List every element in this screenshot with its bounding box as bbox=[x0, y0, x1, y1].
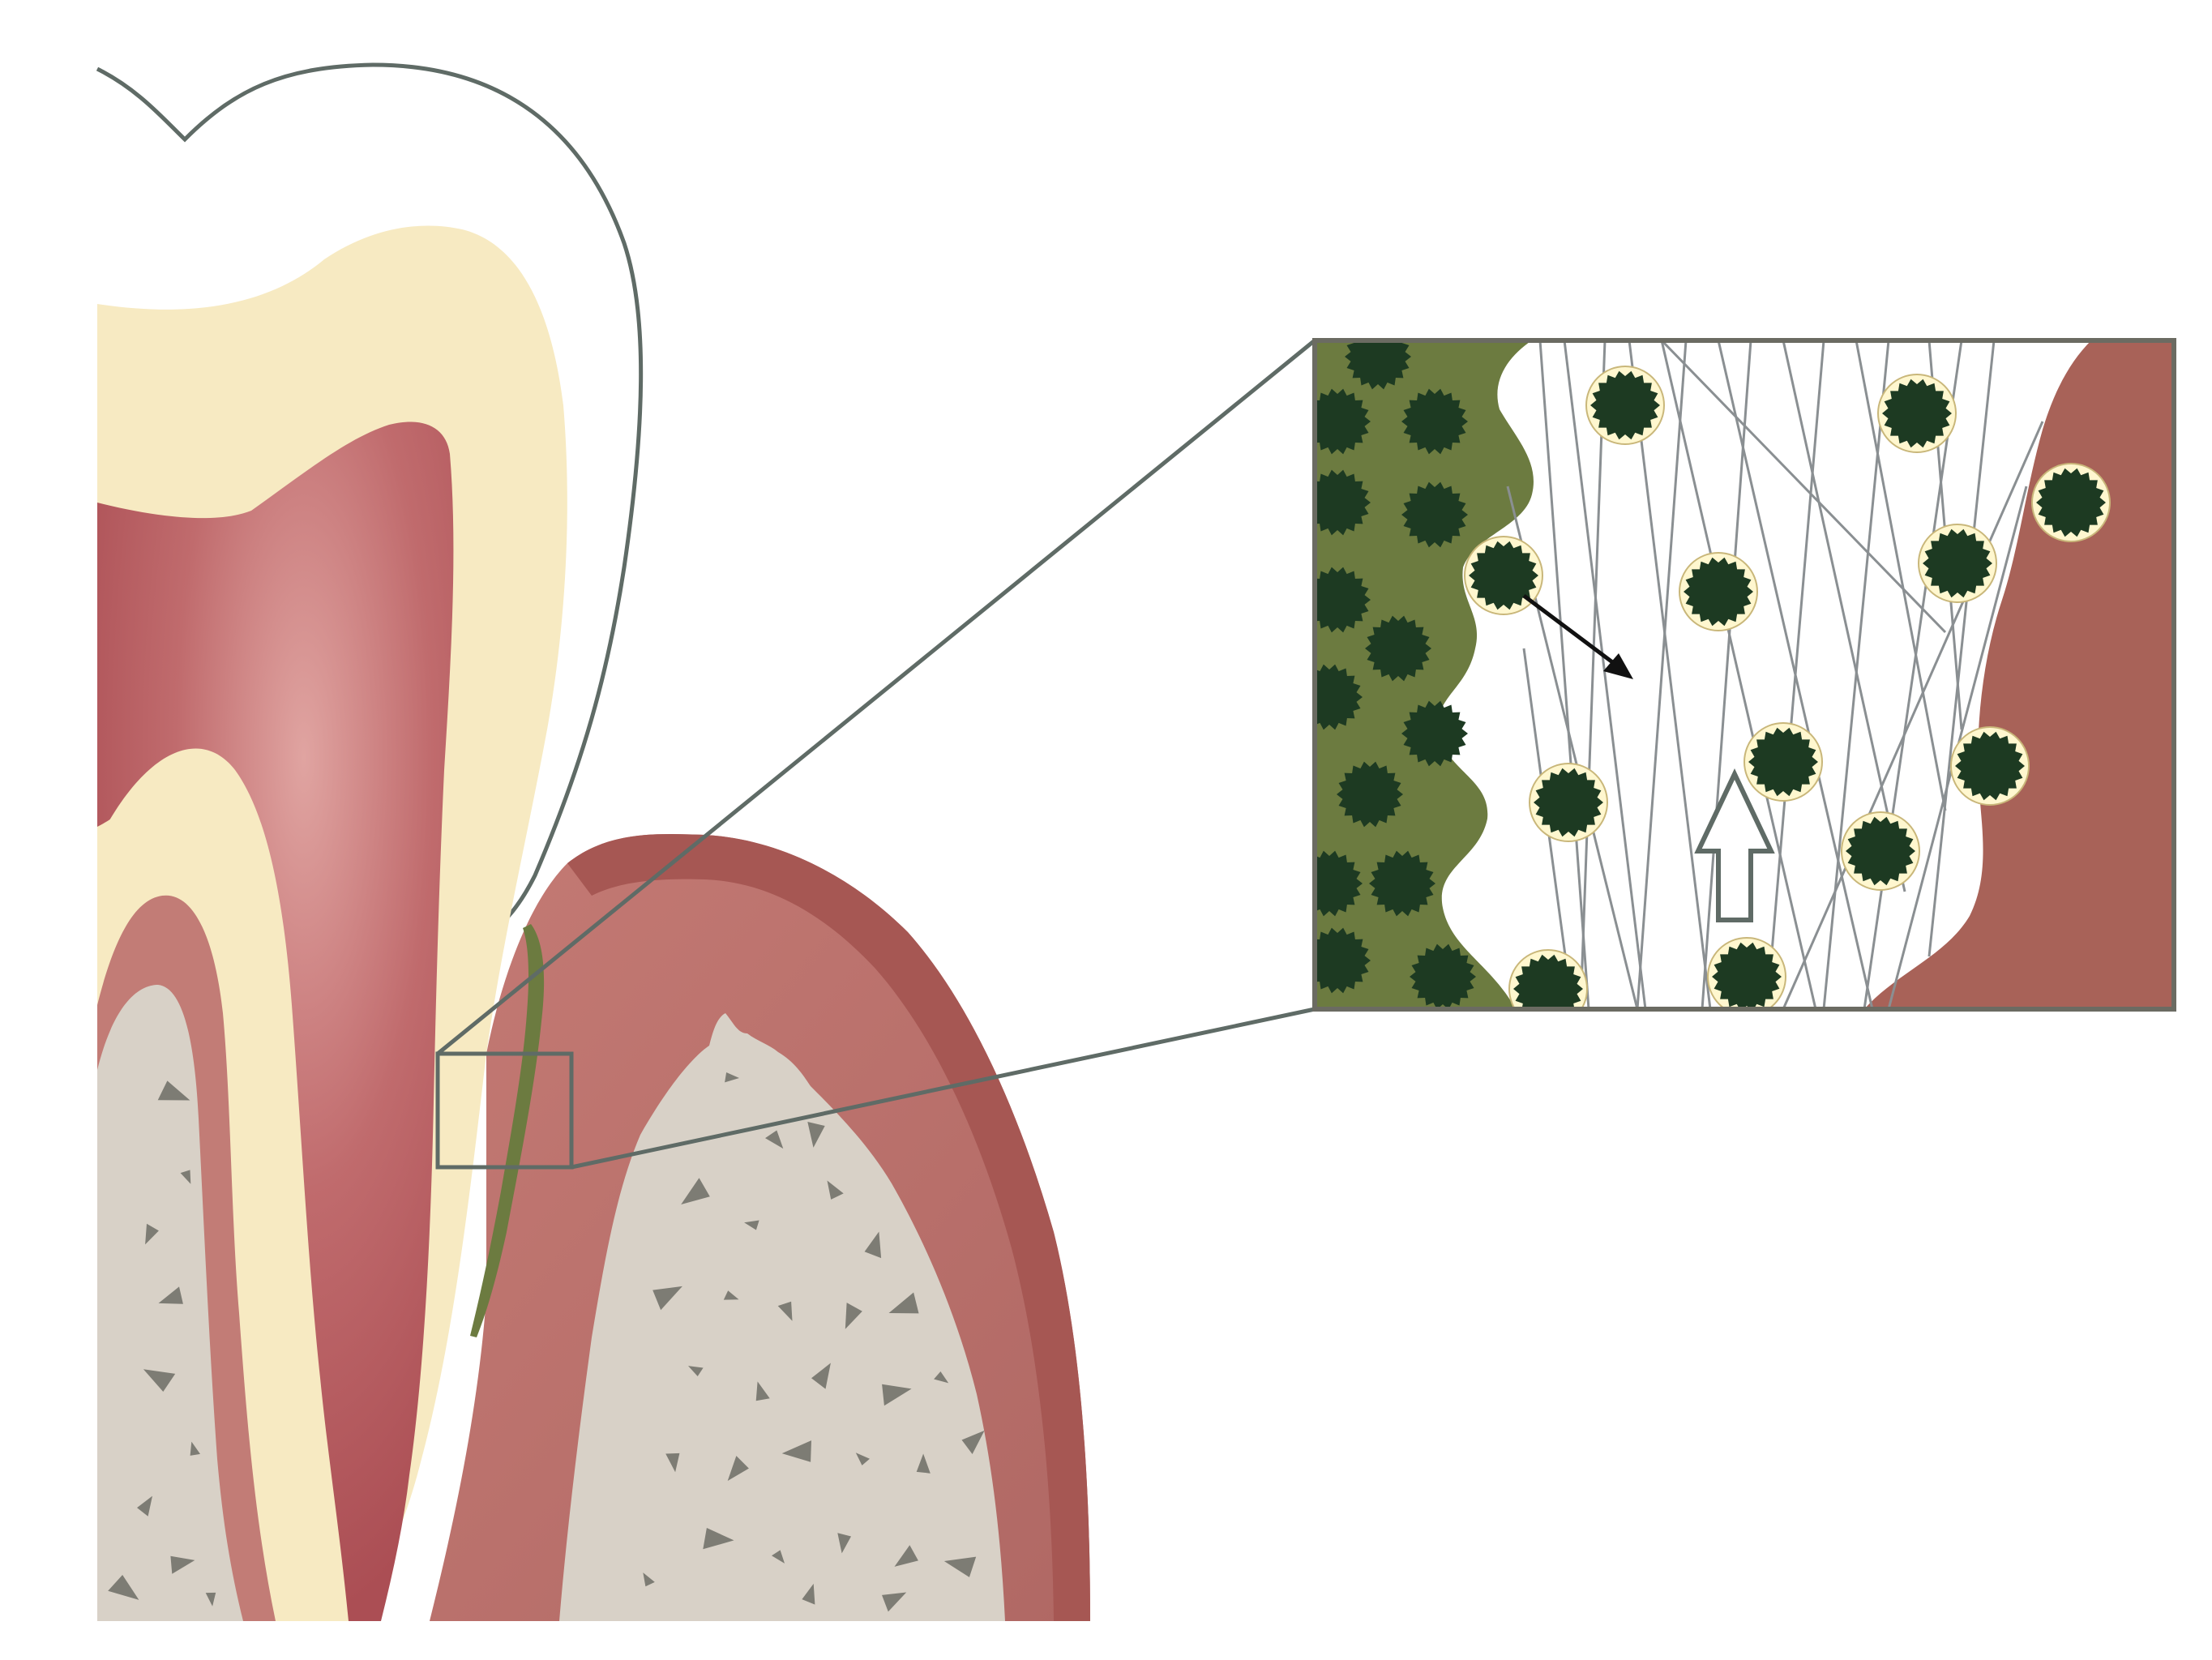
bacteria-cell bbox=[1401, 700, 1468, 767]
fiber bbox=[1579, 340, 1607, 1009]
bacteria-cell bbox=[1401, 481, 1468, 548]
bacteria-cells bbox=[1315, 340, 2111, 1009]
fiber bbox=[1563, 340, 1647, 1009]
bone-spot bbox=[864, 1231, 882, 1259]
bone-spot bbox=[943, 1556, 977, 1577]
alveolar-bone bbox=[559, 1013, 1005, 1621]
fiber bbox=[1701, 340, 1752, 1009]
bone-spot bbox=[845, 1303, 862, 1329]
bone-spot bbox=[665, 1452, 680, 1473]
bone-spot bbox=[934, 1371, 949, 1384]
zoom-line-bottom bbox=[571, 1007, 1316, 1170]
bone-spot bbox=[145, 1223, 159, 1245]
bone-spot bbox=[888, 1292, 919, 1314]
bacteria-cell bbox=[1315, 388, 1371, 455]
diagonal-arrow-icon bbox=[1522, 594, 1623, 670]
bone-spot bbox=[802, 1583, 815, 1605]
bone-spot bbox=[652, 1286, 682, 1311]
fiber bbox=[1660, 340, 1947, 634]
bone-spot bbox=[157, 1080, 190, 1101]
fiber bbox=[1855, 340, 1947, 811]
plaque-biofilm bbox=[470, 924, 545, 1337]
bone-spot bbox=[755, 1381, 770, 1401]
bone-spot bbox=[961, 1430, 985, 1454]
bacteria-cell bbox=[1707, 937, 1786, 1009]
bone-spot bbox=[882, 1384, 912, 1406]
bone-spot bbox=[727, 1456, 749, 1481]
inset-border bbox=[1312, 338, 2176, 1012]
bacteria-cell bbox=[1679, 552, 1758, 631]
bone-spot bbox=[811, 1363, 831, 1389]
bacteria-cell bbox=[1841, 811, 1920, 891]
bacteria-cell bbox=[1585, 366, 1665, 445]
bone-spot bbox=[170, 1555, 195, 1574]
bone-spot bbox=[688, 1366, 704, 1376]
diagonal-arrow-head bbox=[1603, 653, 1633, 679]
bacteria-cell bbox=[1744, 722, 1823, 802]
bacteria-cell bbox=[1508, 949, 1588, 1009]
bone-spot bbox=[855, 1452, 870, 1465]
bone-spot bbox=[681, 1178, 710, 1204]
bone-spots bbox=[108, 1072, 985, 1612]
bone-spot bbox=[777, 1301, 793, 1321]
bone-spot bbox=[765, 1130, 784, 1149]
zoom-line-top bbox=[436, 339, 1316, 1055]
bacteria-cell bbox=[1315, 469, 1371, 536]
bone-spot bbox=[143, 1369, 176, 1392]
bone-spot bbox=[894, 1545, 918, 1567]
fiber bbox=[1927, 340, 1996, 957]
bone-spot bbox=[190, 1441, 200, 1456]
bacteria-cell bbox=[1315, 927, 1371, 994]
bone-spot bbox=[916, 1453, 931, 1474]
bone-spot bbox=[744, 1220, 759, 1230]
bacteria-cell bbox=[1529, 763, 1608, 842]
bone-spot bbox=[180, 1170, 191, 1184]
bacteria-cell bbox=[1369, 850, 1435, 917]
inset-biofilm bbox=[1315, 340, 1534, 1009]
bone-spot bbox=[205, 1592, 216, 1607]
bone-spot bbox=[807, 1122, 825, 1148]
bacteria-cell bbox=[1918, 524, 1997, 603]
bone-spot bbox=[882, 1592, 907, 1612]
bone-spot bbox=[137, 1495, 152, 1517]
bacteria-cell bbox=[1365, 615, 1431, 682]
bacteria-cell bbox=[1337, 761, 1403, 828]
magnified-inset bbox=[1315, 340, 2174, 1009]
bacteria-cell bbox=[1315, 850, 1363, 917]
upward-hollow-arrow-icon bbox=[1694, 768, 1775, 922]
bone-spot bbox=[725, 1072, 739, 1083]
bone-spot bbox=[703, 1528, 734, 1550]
bone-spot bbox=[158, 1286, 183, 1304]
bacteria-cell bbox=[1345, 340, 1411, 390]
bacteria-cell bbox=[1464, 536, 1543, 615]
bacteria-cell bbox=[1950, 726, 2030, 806]
bone-spot bbox=[772, 1550, 785, 1564]
fiber bbox=[1765, 340, 1825, 1009]
bone-spot bbox=[827, 1180, 844, 1200]
fiber bbox=[1782, 421, 2044, 1009]
fiber bbox=[1628, 340, 1712, 1009]
bacteria-cell bbox=[1877, 374, 1957, 453]
bacteria-cell bbox=[1401, 388, 1468, 455]
bacteria-cell bbox=[1315, 664, 1363, 730]
fiber bbox=[1822, 340, 1890, 1009]
bone-spot bbox=[643, 1572, 655, 1587]
fiber bbox=[1636, 340, 1688, 1009]
bone-spot bbox=[781, 1440, 811, 1462]
bone-spot bbox=[837, 1533, 851, 1554]
gingiva-edge bbox=[567, 833, 1090, 1621]
magnified-region-marker bbox=[435, 1051, 574, 1170]
fiber bbox=[1538, 340, 1590, 1009]
bacteria-cell bbox=[1315, 567, 1371, 633]
fiber bbox=[1863, 340, 1963, 1009]
bacteria-cell bbox=[1410, 943, 1476, 1009]
fiber bbox=[1782, 340, 1906, 892]
fiber bbox=[1660, 340, 1817, 1009]
bone-spot bbox=[723, 1290, 739, 1300]
bone-spot bbox=[108, 1575, 139, 1600]
bacteria-cell bbox=[2031, 463, 2111, 542]
